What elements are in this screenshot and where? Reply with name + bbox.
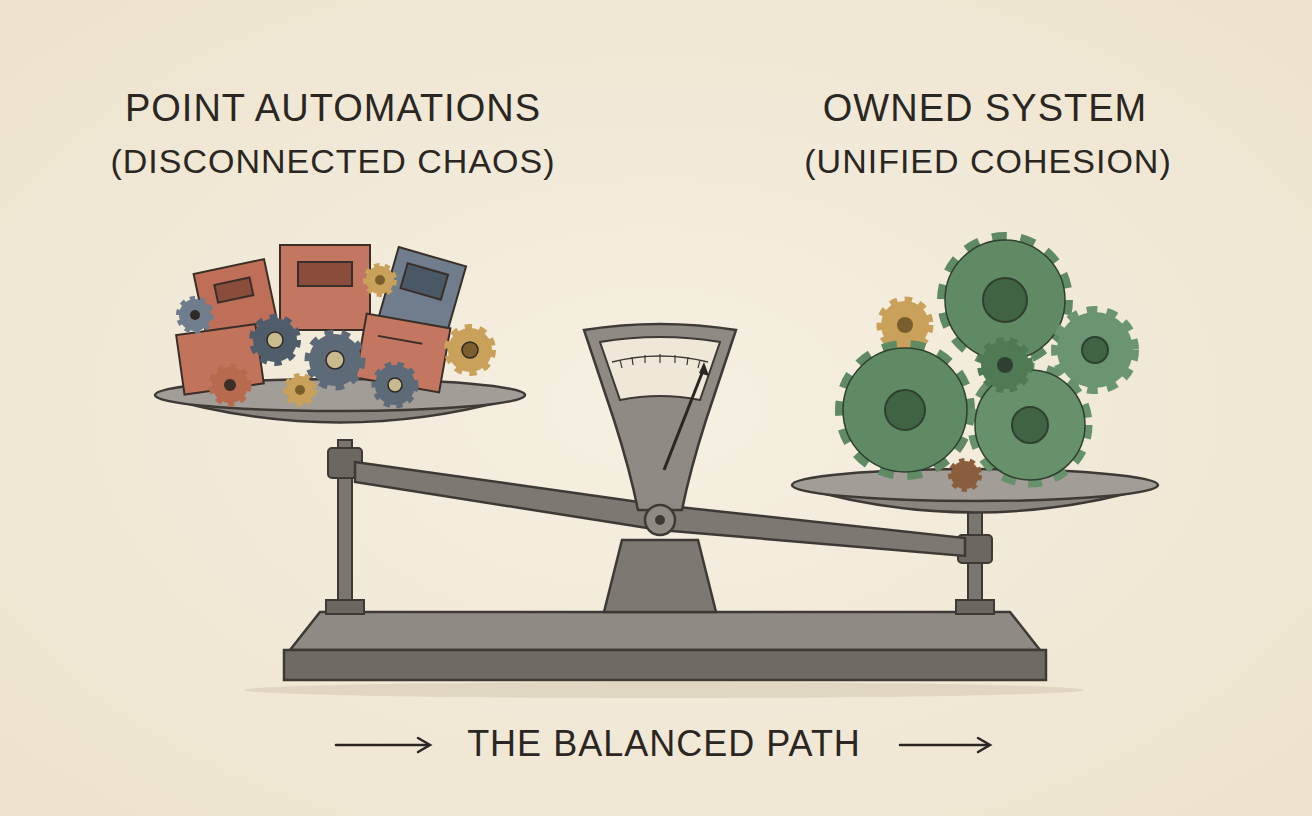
footer-label: THE BALANCED PATH <box>467 724 861 764</box>
subheading-right: (UNIFIED COHESION) <box>804 143 1171 180</box>
heading-left: POINT AUTOMATIONS <box>125 88 541 130</box>
heading-right: OWNED SYSTEM <box>823 88 1147 130</box>
subheading-left: (DISCONNECTED CHAOS) <box>110 143 555 180</box>
